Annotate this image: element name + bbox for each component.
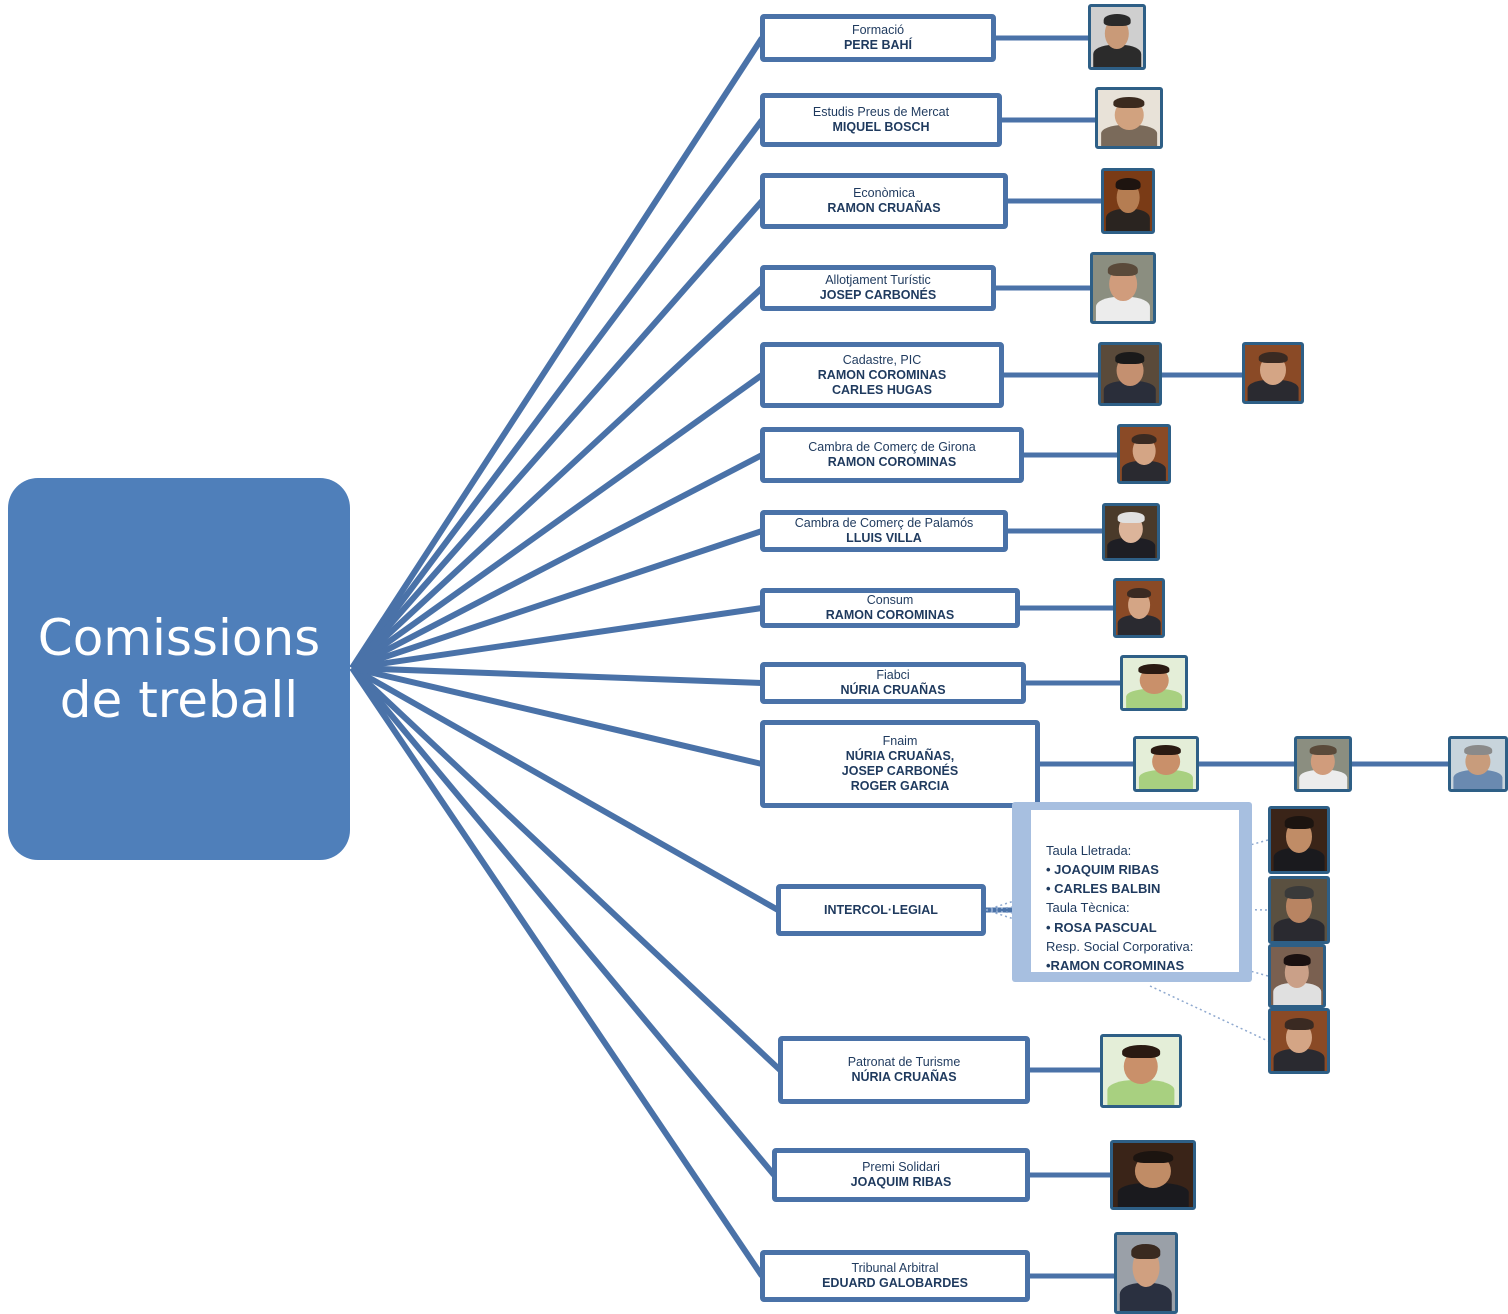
panel-member-name: •RAMON COROMINAS	[1046, 958, 1185, 973]
member-photo	[1095, 87, 1163, 149]
intercol-legial-panel-content	[1031, 810, 1239, 972]
member-photo	[1242, 342, 1304, 404]
commission-member-name: LLUIS VILLA	[846, 531, 922, 545]
intercol-member-photo	[1268, 944, 1326, 1008]
commission-member-name: JOSEP CARBONÉS	[841, 764, 959, 778]
commission-member-name: NÚRIA CRUAÑAS	[840, 683, 946, 697]
commission-label: Cambra de Comerç de Girona	[808, 440, 976, 454]
commission-label: Tribunal Arbitral	[851, 1261, 939, 1275]
intercol-member-photo	[1268, 806, 1330, 874]
panel-member-name: • ROSA PASCUAL	[1046, 920, 1157, 935]
commission-member-name: RAMON COROMINAS	[827, 455, 957, 469]
commission-member-name: NÚRIA CRUAÑAS	[851, 1070, 957, 1084]
panel-section-heading: Resp. Social Corporativa:	[1046, 939, 1194, 954]
member-photo	[1102, 503, 1160, 561]
commission-label: Allotjament Turístic	[825, 273, 931, 287]
commission-member-name: RAMON COROMINAS	[825, 608, 955, 622]
intercol-member-photo	[1268, 1008, 1330, 1074]
commission-member-name: JOSEP CARBONÉS	[819, 288, 937, 302]
commission-member-name: NÚRIA CRUAÑAS,	[845, 749, 955, 763]
commission-member-name: PERE BAHÍ	[843, 38, 913, 52]
hub-comissions-de-treball: Comissions de treball	[8, 478, 350, 860]
commission-member-name: ROGER GARCIA	[850, 779, 950, 793]
member-photo	[1294, 736, 1352, 792]
commission-label: Consum	[866, 593, 914, 607]
commission-label: Econòmica	[853, 186, 915, 200]
commission-member-name: CARLES HUGAS	[831, 382, 932, 397]
hub-title-line1: Comissions	[37, 608, 321, 667]
member-photo	[1448, 736, 1508, 792]
member-photo	[1100, 1034, 1182, 1108]
member-photo	[1110, 1140, 1196, 1210]
member-photo	[1120, 655, 1188, 711]
panel-member-name: • JOAQUIM RIBAS	[1046, 862, 1159, 877]
commission-member-name: EDUARD GALOBARDES	[822, 1276, 968, 1290]
commission-member-name: MIQUEL BOSCH	[832, 120, 930, 134]
panel-section-heading: Taula Lletrada:	[1046, 843, 1132, 858]
commission-label: Estudis Preus de Mercat	[812, 105, 950, 119]
panel-member-name: • CARLES BALBIN	[1046, 881, 1161, 896]
member-photo	[1088, 4, 1146, 70]
commission-label: Formació	[851, 23, 905, 37]
commission-label: Cambra de Comerç de Palamós	[794, 516, 974, 530]
commission-member-name: RAMON CRUAÑAS	[827, 201, 941, 215]
commission-label: Fiabci	[876, 668, 910, 682]
member-photo	[1098, 342, 1162, 406]
member-photo	[1114, 1232, 1178, 1314]
commission-label: Fnaim	[882, 734, 918, 748]
member-photo	[1101, 168, 1155, 234]
commission-label: Premi Solidari	[862, 1160, 940, 1174]
member-photo	[1117, 424, 1171, 484]
commission-label: Patronat de Turisme	[847, 1055, 961, 1069]
commission-member-name: JOAQUIM RIBAS	[850, 1175, 952, 1189]
member-photo	[1113, 578, 1165, 638]
commission-member-name: RAMON COROMINAS	[817, 367, 947, 382]
commission-label: Cadastre, PIC	[842, 352, 922, 367]
hub-title-line2: de treball	[59, 671, 299, 729]
commission-member-name: INTERCOL·LEGIAL	[824, 902, 938, 917]
panel-section-heading: Taula Tècnica:	[1046, 900, 1130, 915]
member-photo	[1133, 736, 1199, 792]
intercol-member-photo	[1268, 876, 1330, 944]
commission-box: INTERCOL·LEGIAL	[776, 884, 986, 936]
member-photo	[1090, 252, 1156, 324]
